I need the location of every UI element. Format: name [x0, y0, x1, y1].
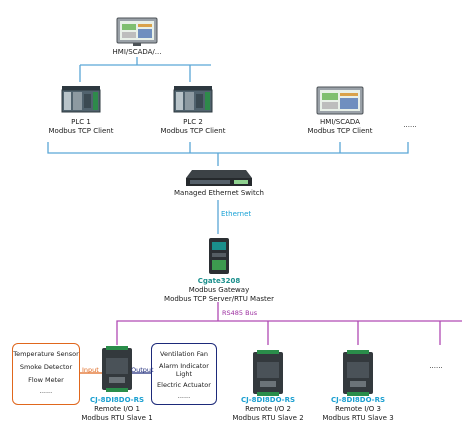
input-device-item: ...... [39, 387, 53, 395]
gateway-label: Cgate3208 Modbus Gateway Modbus TCP Serv… [164, 277, 274, 304]
gateway-type: Modbus Gateway [188, 286, 250, 294]
slave-1-label: CJ-8DI8DO-RS Remote I/O 1 Modbus RTU Sla… [81, 396, 152, 423]
output-device-item: Alarm Indicator Light [159, 362, 209, 378]
slave-1-name: Remote I/O 1 [94, 405, 140, 413]
hmi-top-label: HMI/SCADA/... [113, 48, 162, 57]
switch-label-text: Managed Ethernet Switch [174, 189, 264, 197]
hmi-monitor-icon [116, 17, 158, 46]
more-slaves-ellipsis: ...... [429, 362, 442, 371]
gateway-model: Cgate3208 [197, 277, 241, 285]
slave-2-label: CJ-8DI8DO-RS Remote I/O 2 Modbus RTU Sla… [232, 396, 303, 423]
plc2-name: PLC 2 [183, 118, 203, 126]
ethernet-label: Ethernet [221, 210, 252, 218]
more-clients-ellipsis: ...... [403, 121, 416, 130]
plc2-icon [173, 86, 213, 113]
rs485-bus-label: RS485 Bus [222, 309, 258, 317]
switch-label: Managed Ethernet Switch [174, 189, 264, 198]
hmi-top-text: HMI/SCADA/... [112, 48, 162, 56]
ethernet-bus [47, 142, 409, 166]
plc1-name: PLC 1 [71, 118, 91, 126]
gateway-role: Modbus TCP Server/RTU Master [164, 295, 274, 303]
slave-3-name: Remote I/O 3 [335, 405, 381, 413]
slave-1-model: CJ-8DI8DO-RS [89, 396, 145, 404]
more-clients-text: ...... [403, 121, 417, 129]
slave-2-name: Remote I/O 2 [245, 405, 291, 413]
more-slaves-text: ...... [429, 362, 443, 370]
input-device-item: Smoke Detector [19, 363, 73, 371]
gateway-device-icon [209, 238, 229, 274]
plc1-role: Modbus TCP Client [48, 127, 114, 135]
plc2-label: PLC 2 Modbus TCP Client [161, 118, 226, 136]
output-device-item: Ventilation Fan [160, 350, 208, 358]
plc1-label: PLC 1 Modbus TCP Client [49, 118, 114, 136]
input-device-item: Flow Meter [28, 376, 64, 384]
remote-io-2-icon [253, 350, 283, 396]
hmi-scada-role: Modbus TCP Client [307, 127, 373, 135]
hmi-top-link [79, 57, 211, 82]
output-tag: Output [131, 366, 154, 374]
slave-1-role: Modbus RTU Slave 1 [81, 414, 153, 422]
remote-io-3-icon [343, 350, 373, 396]
hmi-scada-monitor-icon [316, 86, 364, 115]
input-tag: Input [82, 366, 99, 374]
output-device-item: ...... [177, 392, 191, 400]
plc1-icon [61, 86, 101, 113]
ethernet-switch-icon [186, 170, 252, 186]
slave-2-role: Modbus RTU Slave 2 [232, 414, 304, 422]
hmi-scada-name: HMI/SCADA [320, 118, 360, 126]
slave-2-model: CJ-8DI8DO-RS [240, 396, 296, 404]
output-devices-box: Ventilation Fan Alarm Indicator Light El… [151, 343, 217, 405]
input-devices-box: Temperature Sensor Smoke Detector Flow M… [12, 343, 80, 405]
rs485-bus-line [116, 302, 462, 345]
slave-3-role: Modbus RTU Slave 3 [322, 414, 394, 422]
plc2-role: Modbus TCP Client [160, 127, 226, 135]
remote-io-1-icon [102, 346, 132, 392]
input-device-item: Temperature Sensor [13, 350, 79, 358]
slave-3-label: CJ-8DI8DO-RS Remote I/O 3 Modbus RTU Sla… [322, 396, 393, 423]
slave-3-model: CJ-8DI8DO-RS [330, 396, 386, 404]
output-device-item: Electric Actuator [157, 381, 211, 389]
hmi-scada-label: HMI/SCADA Modbus TCP Client [308, 118, 373, 136]
